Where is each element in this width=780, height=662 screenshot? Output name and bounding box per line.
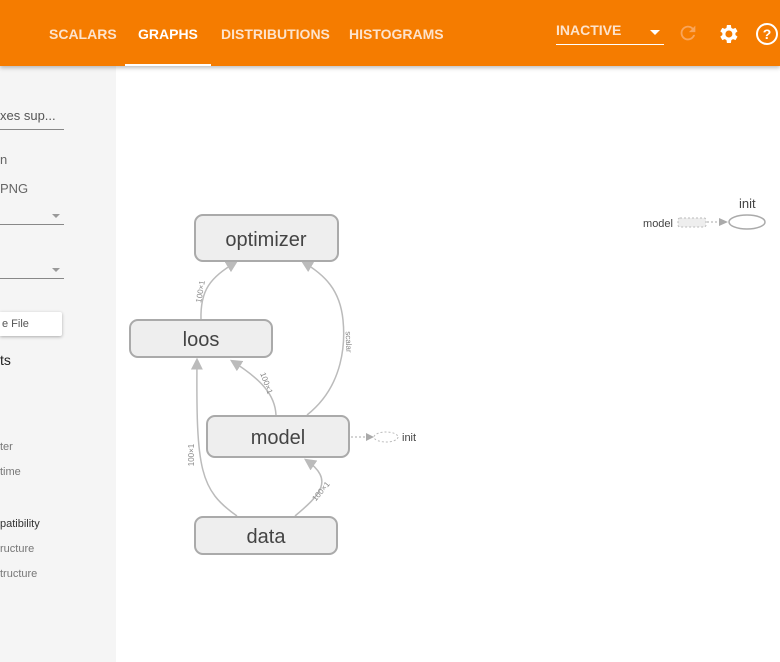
arrow-icon [719, 218, 728, 226]
refresh-icon[interactable] [677, 22, 699, 44]
option-label: n [0, 152, 8, 167]
model-ref-node[interactable] [677, 217, 707, 228]
edge-model-loos [229, 359, 277, 416]
node-init-ref[interactable] [373, 431, 399, 443]
node-label: data [247, 526, 287, 548]
run-select-value: INACTIVE [556, 22, 622, 38]
dropdown-2[interactable] [0, 257, 64, 279]
edge-label: 100×1 [187, 443, 196, 466]
node-label: model [251, 427, 305, 449]
tab-distributions[interactable]: DISTRIBUTIONS [221, 26, 330, 42]
edge-loos-optimizer [200, 260, 239, 321]
choose-file-button[interactable]: e File [0, 312, 62, 336]
node-label: loos [183, 329, 220, 351]
edge-label: scalar [344, 331, 354, 353]
sidebar-item[interactable]: tructure [0, 568, 38, 580]
edge-model-optimizer [300, 260, 345, 416]
node-data[interactable] [194, 516, 338, 555]
chevron-down-icon [650, 30, 660, 35]
model-ref-label: model [643, 218, 673, 230]
top-bar: SCALARS GRAPHS DISTRIBUTIONS HISTOGRAMS … [0, 0, 780, 66]
section-title: ts [0, 352, 11, 368]
edge-data-loos [190, 357, 238, 517]
svg-text:?: ? [763, 26, 772, 42]
dropdown-1[interactable] [0, 203, 64, 225]
arrow-icon [366, 433, 374, 441]
tab-histograms[interactable]: HISTOGRAMS [349, 26, 444, 42]
edge-label: 100×1 [310, 479, 332, 502]
sidebar: xes sup... n PNG e File ts ter time pati… [0, 66, 116, 662]
chevron-down-icon [52, 268, 60, 272]
tab-graphs[interactable]: GRAPHS [125, 0, 211, 66]
gear-icon[interactable] [716, 22, 740, 46]
sidebar-item[interactable]: time [0, 466, 21, 478]
node-loos[interactable] [129, 319, 273, 358]
node-optimizer[interactable] [194, 214, 339, 262]
sidebar-item[interactable]: patibility [0, 518, 40, 530]
tab-scalars[interactable]: SCALARS [49, 26, 117, 42]
help-icon[interactable]: ? [755, 22, 779, 46]
edge-label: 100×1 [194, 279, 207, 303]
search-input[interactable]: xes sup... [0, 108, 64, 130]
edge-data-model [294, 458, 323, 517]
node-init[interactable] [728, 214, 766, 230]
sidebar-item[interactable]: ructure [0, 543, 35, 555]
download-png-label[interactable]: PNG [0, 181, 29, 196]
node-label: optimizer [225, 229, 306, 251]
sidebar-item[interactable]: ter [0, 441, 13, 453]
run-select[interactable]: INACTIVE [556, 22, 664, 45]
node-model[interactable] [206, 415, 350, 458]
init-node-title: init [739, 196, 756, 211]
chevron-down-icon [52, 214, 60, 218]
init-label: init [402, 432, 416, 444]
